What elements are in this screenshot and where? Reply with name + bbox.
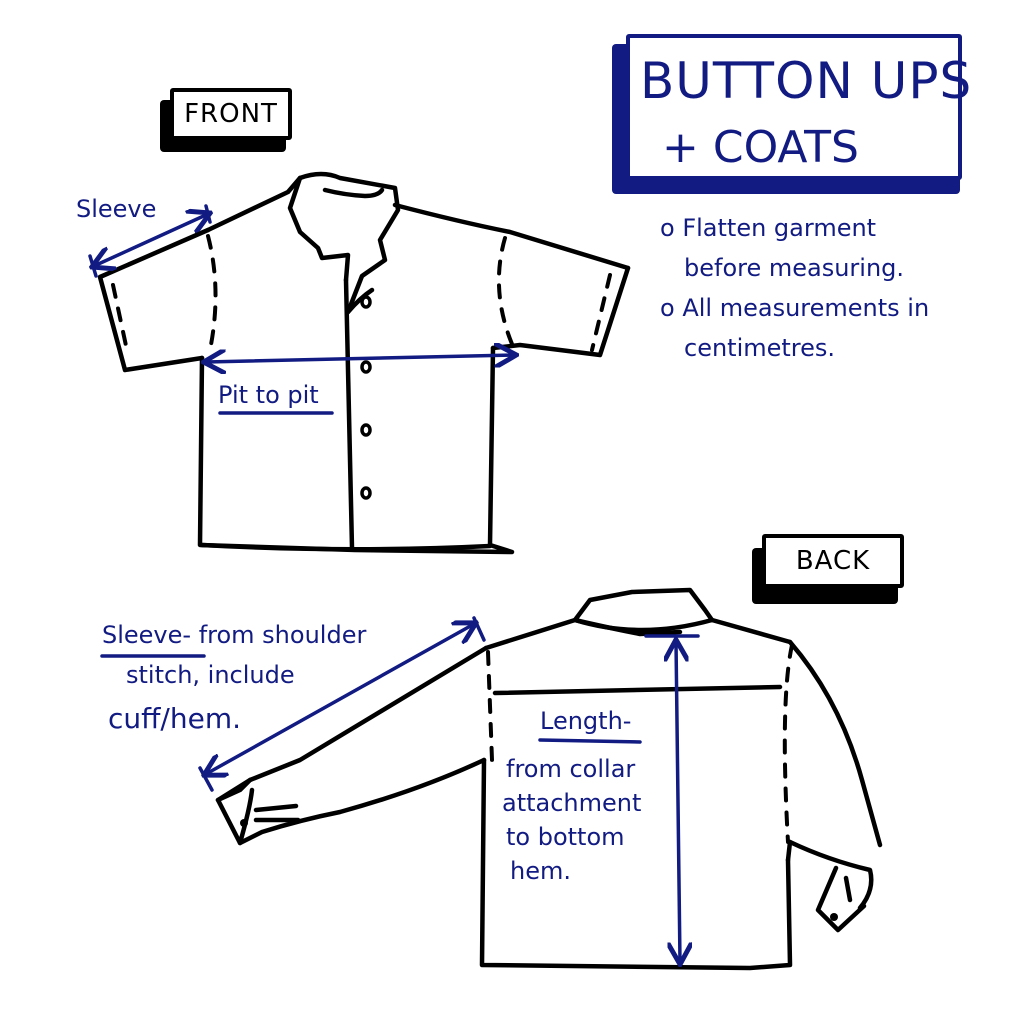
note-item-2: o All measurements in [660, 294, 930, 322]
bullet-icon: o [660, 214, 675, 242]
page-subtitle: + COATS [662, 122, 859, 173]
front-sleeve-label: Sleeve [76, 195, 157, 223]
front-measure-arrows [90, 204, 514, 415]
front-shirt-drawing [97, 171, 631, 555]
back-measure-arrows [100, 616, 700, 962]
back-sleeve-arrow [206, 624, 474, 774]
note-item-1: o Flatten garment [660, 214, 877, 242]
pit-to-pit-label: Pit to pit [218, 381, 319, 409]
length-note: Length- [540, 707, 632, 735]
back-sleeve-note: Sleeve- from shoulder [102, 621, 367, 649]
instructions-list: o Flatten garment before measuring. o Al… [660, 208, 929, 368]
front-buttons [360, 295, 372, 500]
front-sleeve-arrow [94, 214, 208, 266]
page-title: BUTTON UPS [640, 52, 973, 110]
back-sleeve-title: Sleeve [102, 621, 183, 649]
front-label: FRONT [170, 88, 292, 140]
title-box [626, 34, 962, 180]
length-arrow [676, 642, 680, 962]
back-label: BACK [762, 534, 904, 588]
bullet-icon: o [660, 294, 675, 322]
back-cuff-buttons [240, 819, 838, 921]
back-seam-lines [486, 643, 794, 844]
length-title: Length [540, 707, 623, 735]
pit-to-pit-arrow [206, 355, 514, 362]
